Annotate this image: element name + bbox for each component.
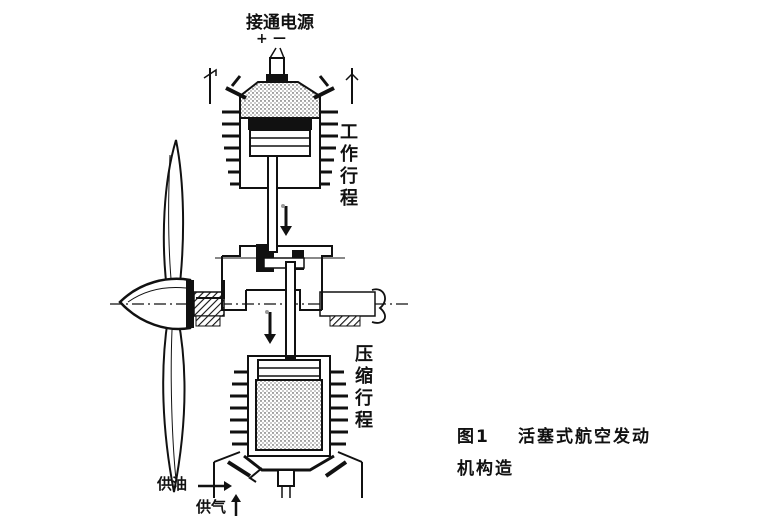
air-arrow [231, 494, 241, 516]
lower-down-arrow [264, 310, 276, 344]
propeller [162, 139, 186, 493]
upper-cylinder [203, 47, 359, 253]
minus-terminal-label: — [273, 31, 286, 46]
caption-line-1: 活塞式航空发动 [518, 427, 651, 447]
power-supply-label: 接通电源 [246, 13, 314, 33]
compression-stroke-label: 压缩行程 [355, 344, 373, 431]
lower-connecting-rod [285, 261, 296, 359]
plus-terminal-label: + [256, 31, 268, 47]
lower-cylinder [213, 355, 363, 498]
upper-down-arrow [280, 204, 292, 236]
fuel-arrow [198, 481, 232, 491]
crankshaft [110, 244, 412, 327]
caption-line-2: 机构造 [457, 459, 514, 479]
air-supply-label: 供气 [196, 498, 227, 516]
figure-number: 图1 [457, 427, 490, 447]
fuel-supply-label: 供油 [157, 475, 188, 493]
power-stroke-label: 工作行程 [340, 122, 358, 209]
